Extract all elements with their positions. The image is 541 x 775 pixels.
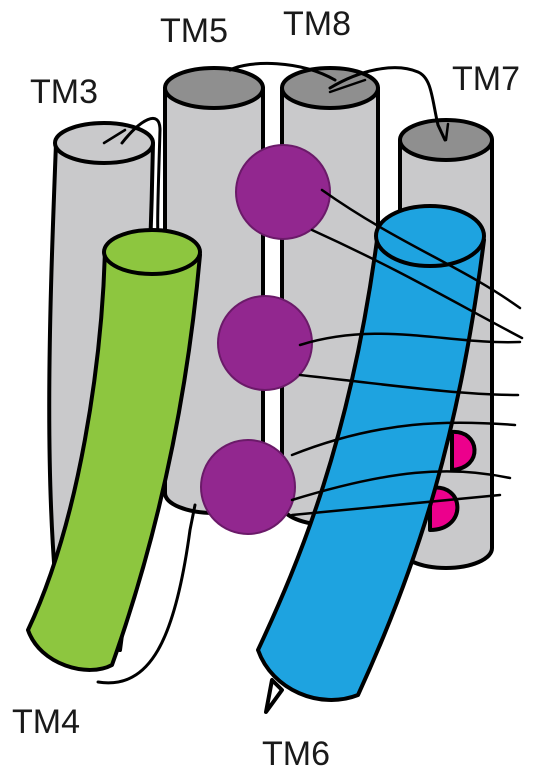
ion-site-1 [236, 145, 330, 239]
label-tm6: TM6 [262, 735, 330, 773]
ion-site-2 [218, 296, 312, 390]
helix-tm6-top [376, 206, 484, 266]
helix-tm4-top [104, 230, 200, 274]
helix-tm5-top [165, 68, 263, 108]
label-tm8: TM8 [283, 5, 351, 43]
ion-site-3 [201, 440, 295, 534]
label-tm3: TM3 [30, 73, 98, 111]
label-tm4: TM4 [12, 703, 80, 741]
label-tm5: TM5 [160, 12, 228, 50]
helix-tm6-tail [266, 680, 282, 712]
label-tm7: TM7 [452, 60, 520, 98]
